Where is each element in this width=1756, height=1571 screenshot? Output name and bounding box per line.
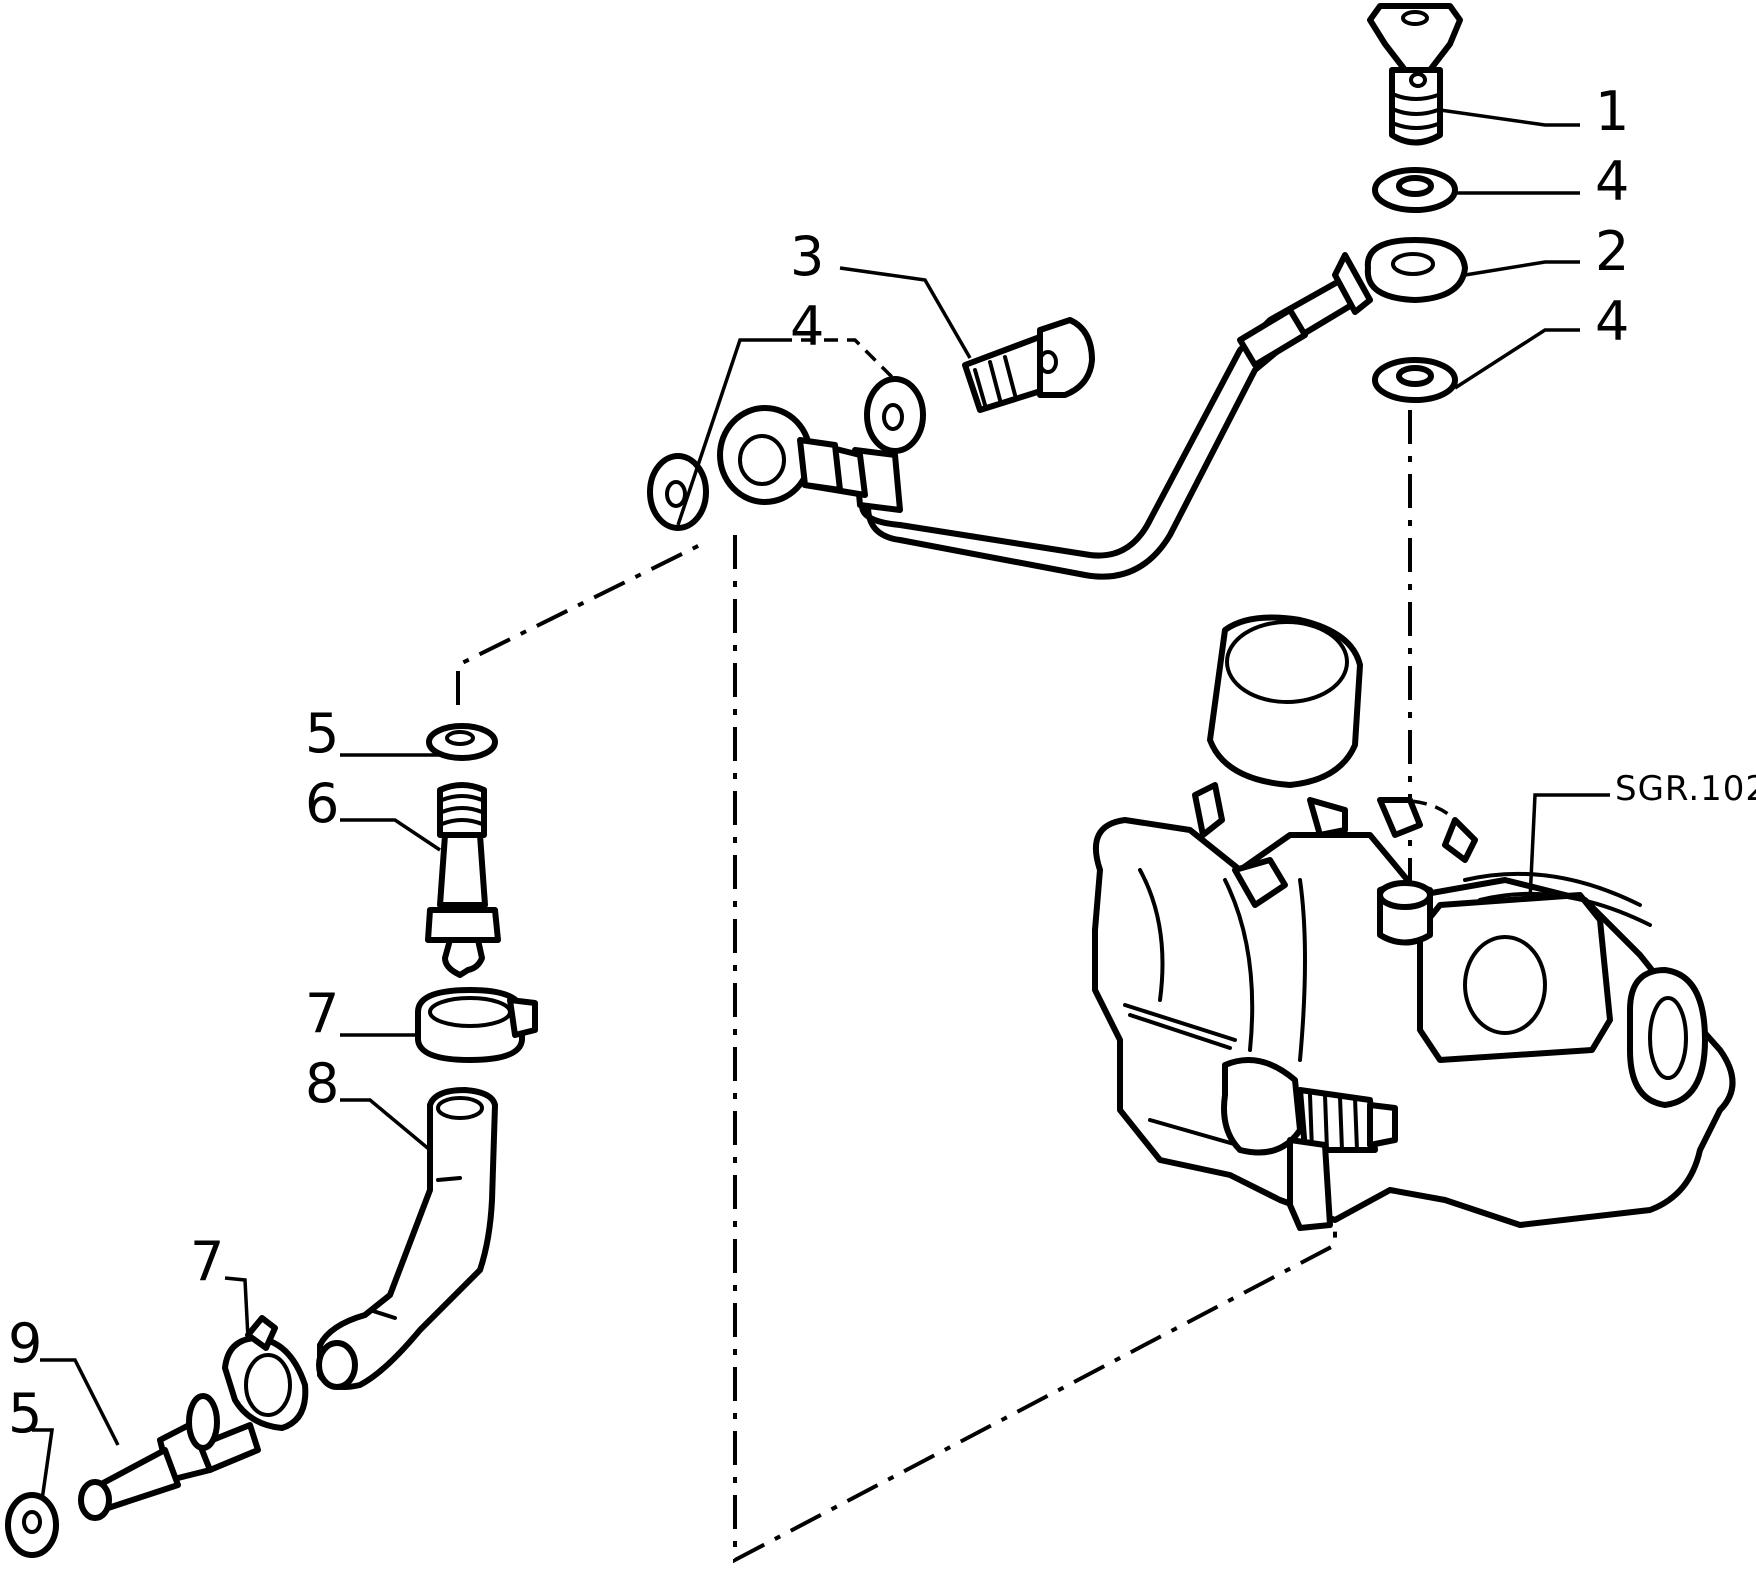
copper-washer-left [647,453,709,531]
callout-1: 1 [1595,80,1629,143]
sealing-washer-5-upper [426,723,498,761]
callout-3: 3 [790,225,824,288]
copper-washer-top-2 [1372,357,1458,403]
callout-4-left: 4 [790,295,824,358]
drain-connector [78,1393,261,1521]
callout-2: 2 [1595,220,1629,283]
callout-6: 6 [305,772,339,835]
callout-4-right: 4 [1595,290,1629,353]
hose-clamp-lower [222,1315,309,1431]
callout-7-lower: 7 [190,1230,224,1293]
copper-washer-middle [864,376,926,454]
callout-4-upper: 4 [1595,150,1629,213]
banjo-bolt-middle [962,317,1095,413]
union-fitting [425,782,501,978]
callout-numbers: 1 4 2 4 3 4 5 6 7 8 7 9 5 SGR.10252 [8,80,1756,1445]
oil-return-hose [316,1087,498,1390]
banjo-eye-left [717,405,843,505]
callout-9: 9 [8,1312,42,1375]
callout-7-upper: 7 [305,982,339,1045]
hose-clamp-upper [415,987,538,1063]
callout-5-upper: 5 [305,702,339,765]
callout-8: 8 [305,1052,339,1115]
callout-5-lower: 5 [8,1382,42,1445]
drawing-reference: SGR.10252 [1615,769,1756,809]
leader-lines [32,108,1610,1501]
sealing-washer-5-lower [5,1492,59,1558]
copper-washer-top-1 [1372,167,1458,213]
turbocharger-assembly [1092,614,1736,1231]
banjo-bolt-top [1367,3,1463,146]
